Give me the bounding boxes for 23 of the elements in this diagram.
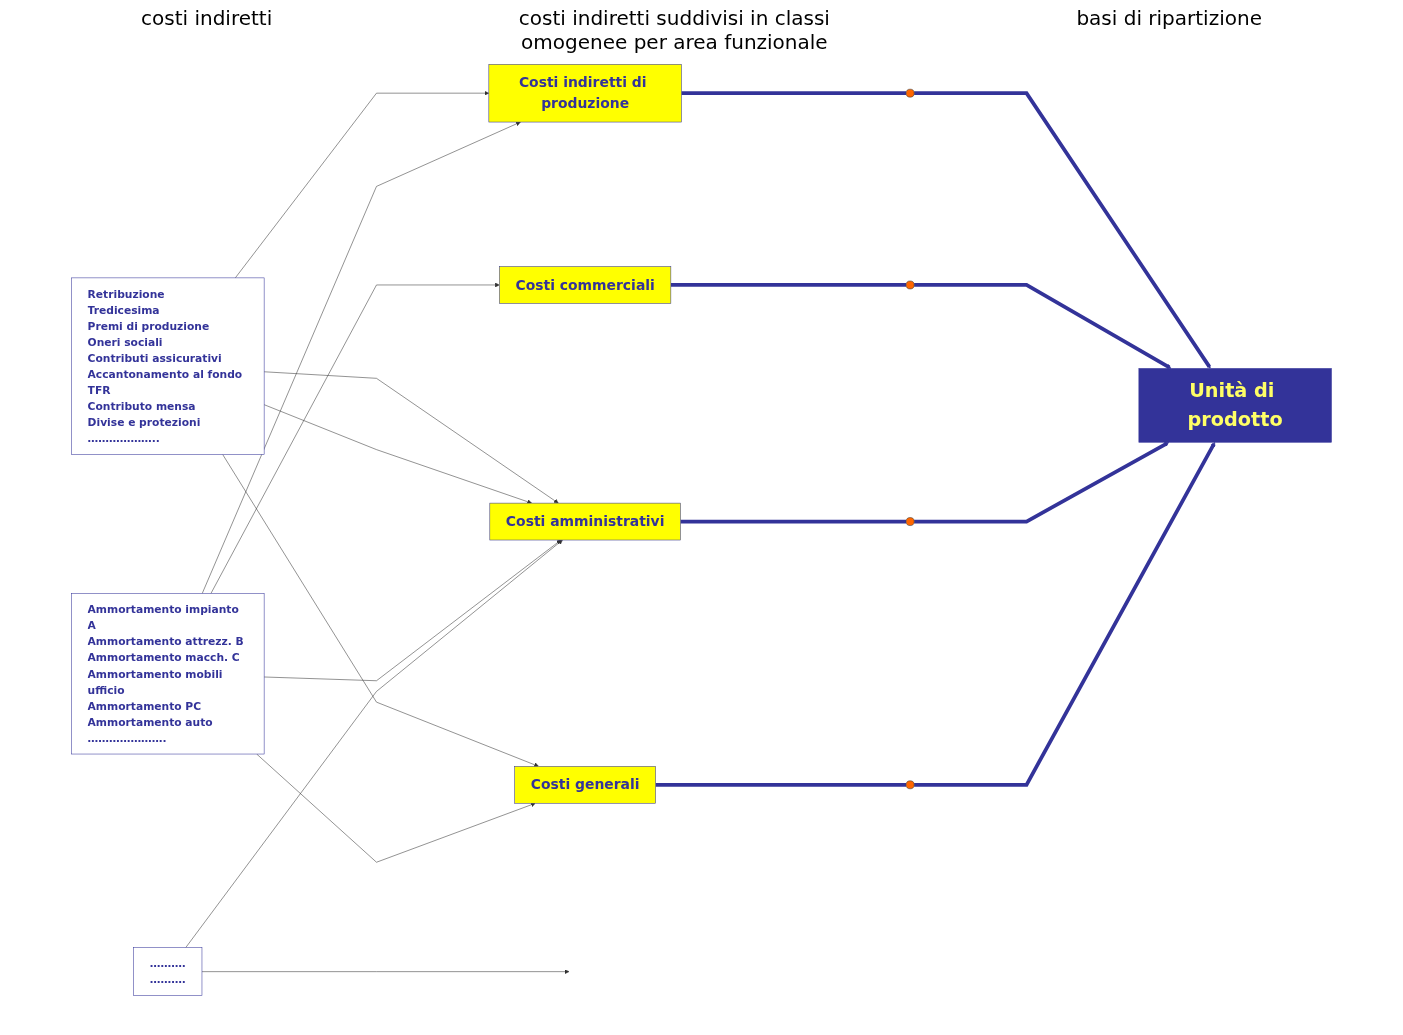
node-circle	[905, 517, 915, 526]
node-box: Unità di prodotto	[1138, 368, 1332, 443]
column-heading: costi indiretti	[141, 6, 273, 32]
node-box: Costi commerciali	[499, 266, 672, 304]
node-box: Costi generali	[514, 766, 656, 804]
arrow	[914, 91, 1211, 369]
node-box: Retribuzione Tredicesima Premi di produzione Oneri sociali Contributi assicurativi Accantonamento al fondo TFR Contributo mensa Divise e protezioni ………………..	[71, 277, 265, 455]
node-box: ………. ……….	[133, 947, 203, 996]
connector	[655, 782, 907, 787]
node-box: Costi amministrativi	[489, 502, 681, 541]
node-box: Ammortamento impianto A Ammortamento attrezz. B Ammortamento macch. C Ammortamento mobili ufficio Ammortamento PC Ammortamento auto ………………….	[71, 593, 265, 755]
column-heading: costi indiretti suddivisi in classi omogenee per area funzionale	[517, 6, 831, 54]
connector	[680, 519, 907, 524]
node-box: Costi indiretti di produzione	[488, 64, 682, 123]
node-circle	[905, 280, 915, 290]
arrow	[914, 441, 1170, 524]
connector	[670, 283, 907, 287]
arrow	[914, 442, 1216, 787]
arrow	[914, 283, 1172, 369]
column-heading: basi di ripartizione	[1076, 6, 1262, 32]
node-circle	[905, 780, 915, 790]
connector	[681, 91, 907, 96]
node-circle	[905, 88, 915, 98]
